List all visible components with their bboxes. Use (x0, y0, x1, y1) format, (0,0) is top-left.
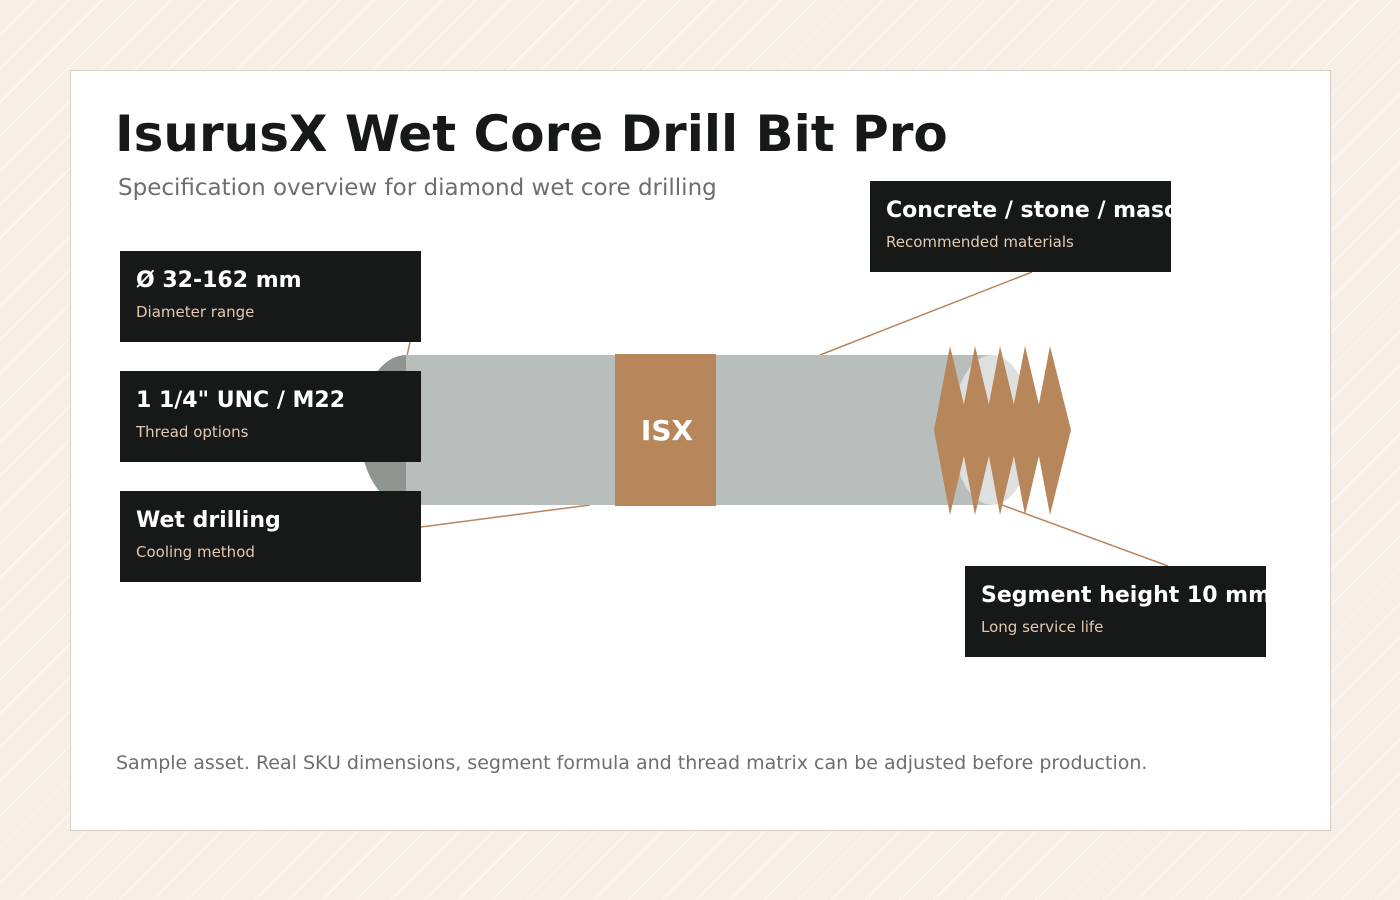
callout-segment-label: Long service life (981, 618, 1104, 636)
callout-thread-value: 1 1/4" UNC / M22 (136, 388, 346, 413)
page-title: IsurusX Wet Core Drill Bit Pro (115, 105, 948, 163)
diamond-segments (934, 346, 1071, 515)
callout-segment-value: Segment height 10 mm (981, 583, 1266, 608)
callout-cooling: Wet drilling Cooling method (120, 491, 421, 582)
callout-thread: 1 1/4" UNC / M22 Thread options (120, 371, 421, 462)
footnote: Sample asset. Real SKU dimensions, segme… (116, 752, 1148, 774)
callout-cooling-value: Wet drilling (136, 508, 281, 533)
callout-diameter: Ø 32-162 mm Diameter range (120, 251, 421, 342)
callout-materials-value: Concrete / stone / masonry (886, 198, 1171, 223)
diamond-segment (984, 346, 1020, 515)
callout-thread-label: Thread options (136, 423, 249, 441)
page-subtitle: Specification overview for diamond wet c… (118, 175, 717, 201)
callout-cooling-label: Cooling method (136, 543, 255, 561)
diamond-segment (934, 346, 970, 515)
callout-segment: Segment height 10 mm Long service life (965, 566, 1266, 657)
diamond-segment (1009, 346, 1045, 515)
callout-diameter-value: Ø 32-162 mm (136, 268, 302, 293)
diamond-segment (1034, 346, 1071, 515)
leader-line-cooling (420, 504, 591, 528)
diamond-segment (959, 346, 995, 515)
callout-materials-label: Recommended materials (886, 233, 1074, 251)
brand-band (615, 354, 716, 506)
leader-line-materials (819, 271, 1033, 356)
brand-badge-label: ISX (641, 414, 694, 447)
callout-diameter-label: Diameter range (136, 303, 255, 321)
callout-materials: Concrete / stone / masonry Recommended m… (870, 181, 1171, 272)
leader-line-segment (1001, 504, 1169, 567)
